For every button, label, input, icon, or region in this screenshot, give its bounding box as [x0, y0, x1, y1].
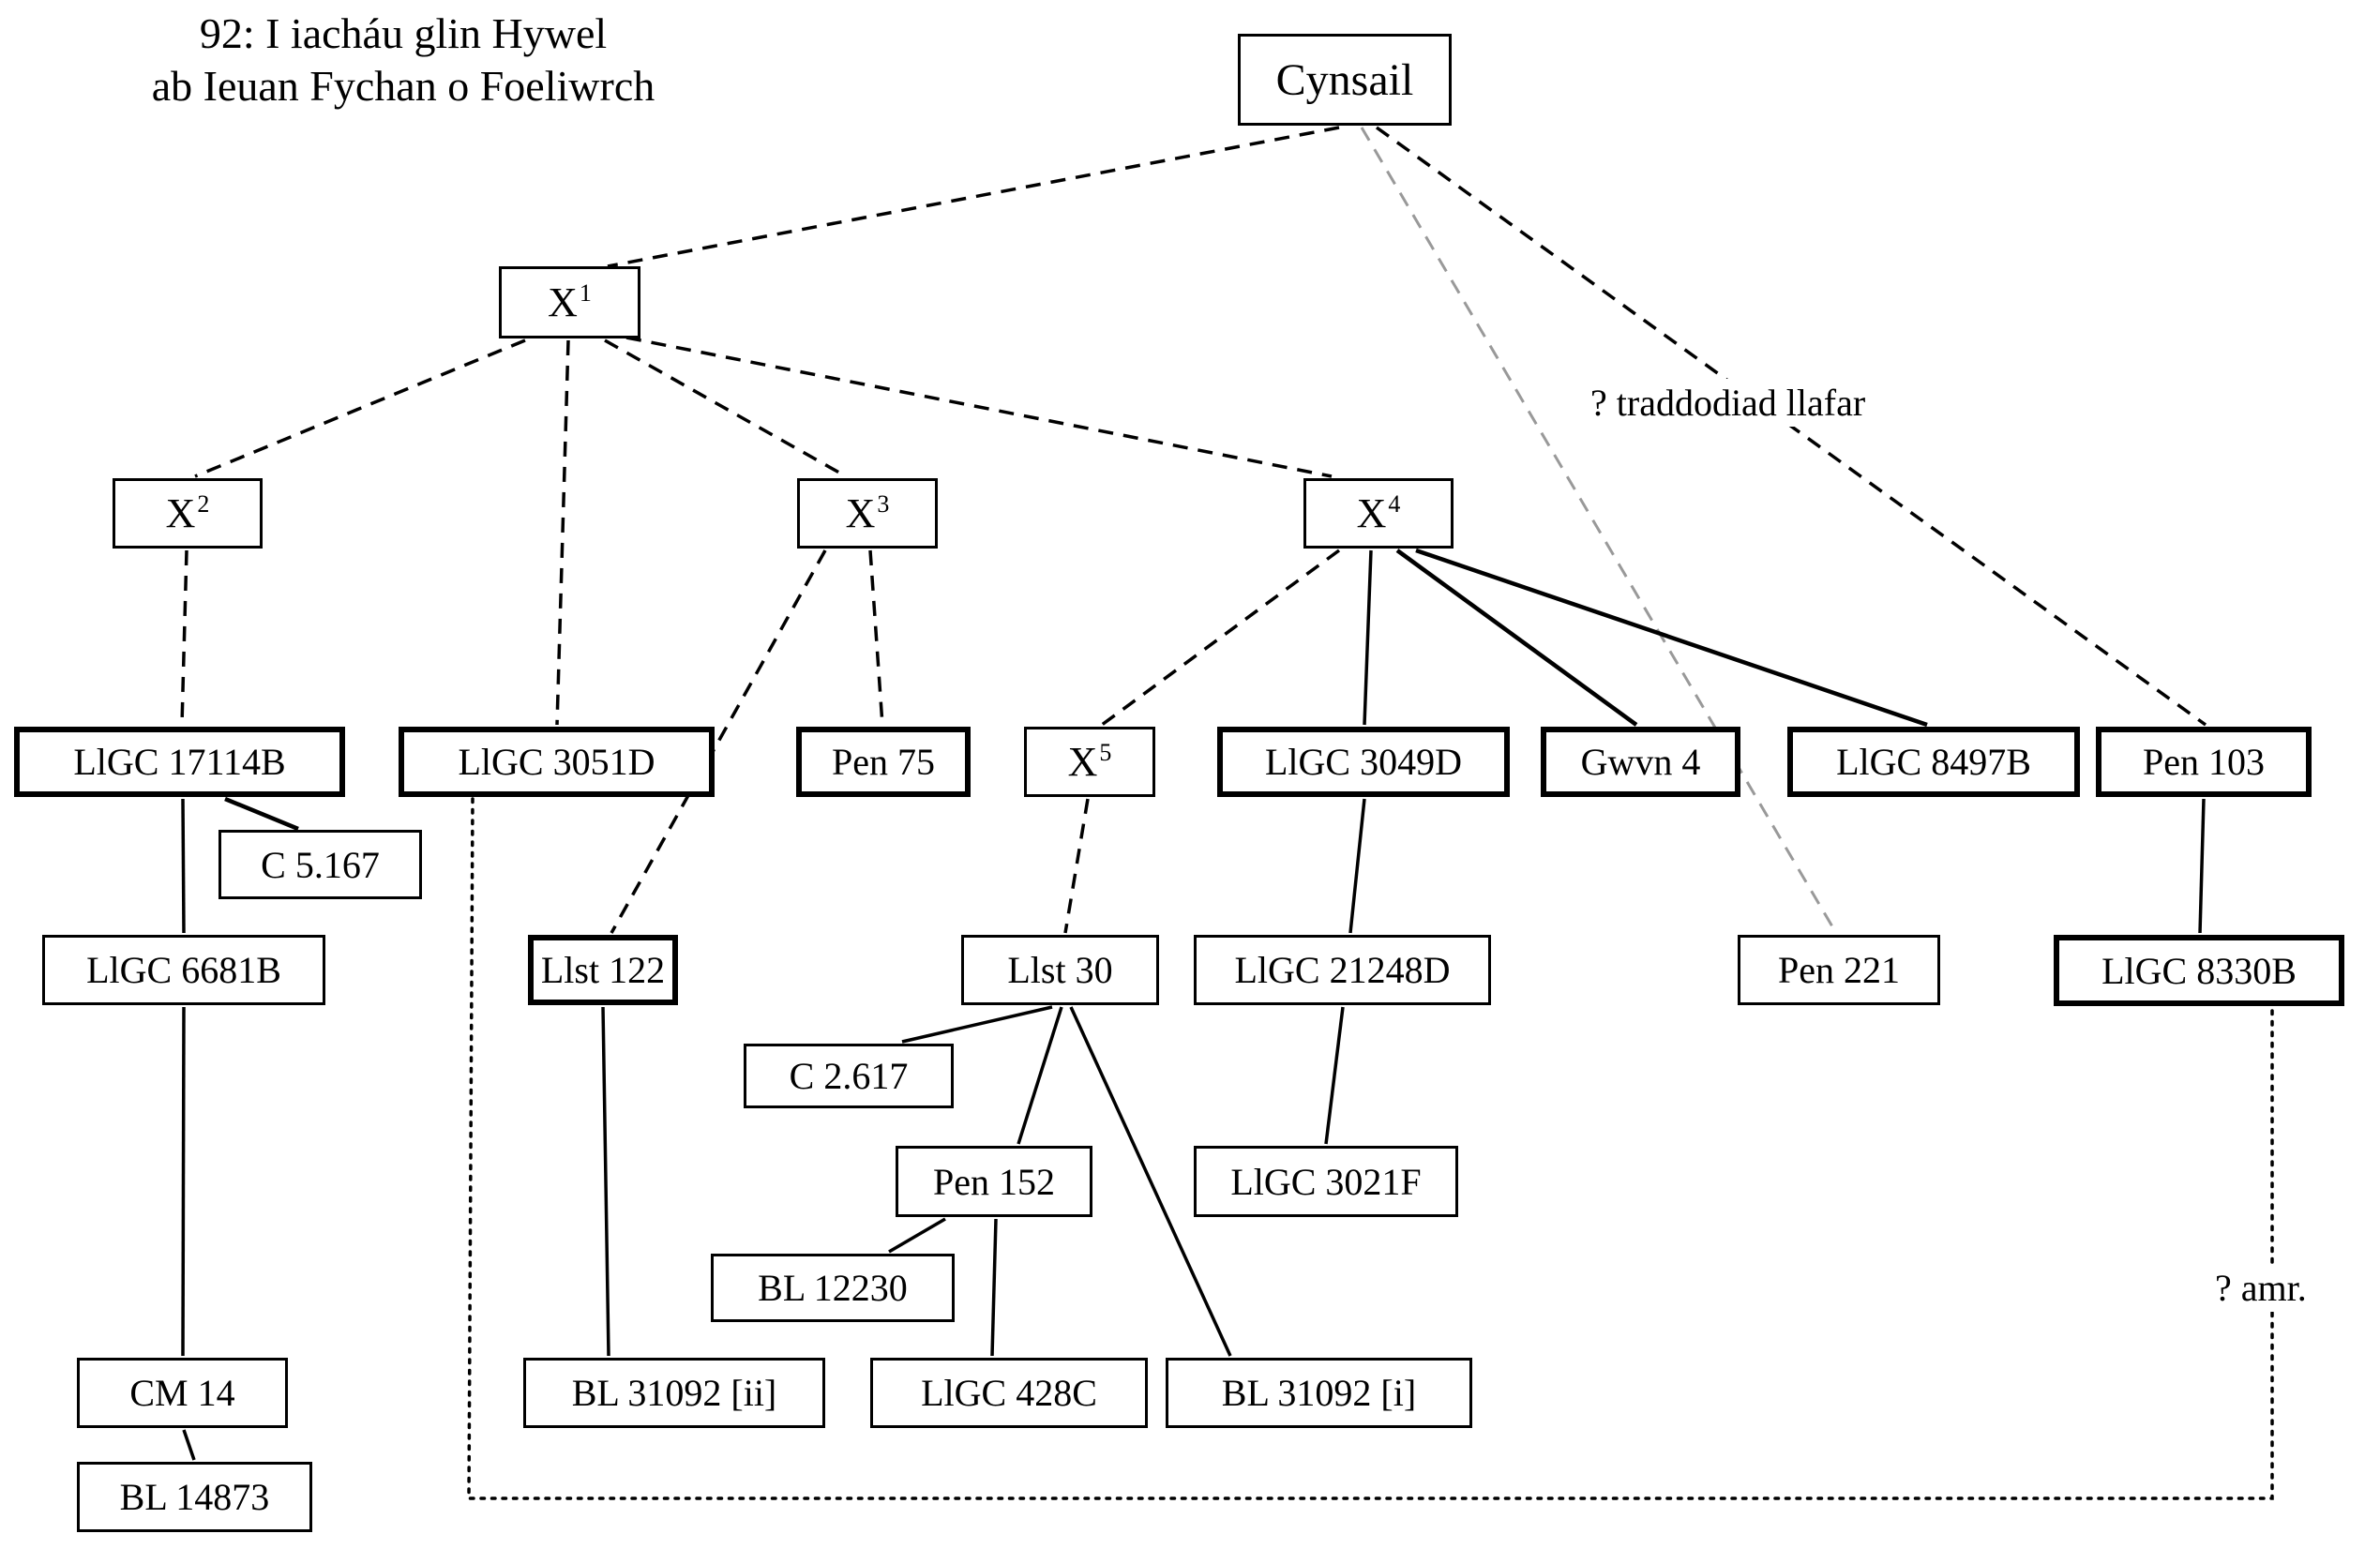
edge-x4-gwvn4	[1395, 549, 1638, 727]
node-c-2617: C 2.617	[744, 1044, 954, 1108]
node-llgc-8497b: LlGC 8497B	[1787, 727, 2080, 797]
node-llgc-3049d: LlGC 3049D	[1217, 727, 1510, 797]
node-pen-103: Pen 103	[2096, 727, 2312, 797]
edge-llgc21248d-llgc3021f	[1324, 1006, 1345, 1145]
edge-pen152-bl12230	[888, 1217, 946, 1254]
edge-llgc17114b-llgc6681b	[181, 798, 186, 934]
edge-cynsail-x1	[607, 126, 1340, 268]
node-llgc-8330b: LlGC 8330B	[2054, 935, 2344, 1006]
diagram-title-line2: ab Ieuan Fychan o Foeliwrch	[151, 62, 655, 111]
diagram-title-line1: 92: I iacháu glin Hywel	[199, 9, 608, 57]
node-llgc-3051d: LlGC 3051D	[399, 727, 715, 797]
node-bl-31092-ii: BL 31092 [ii]	[523, 1358, 825, 1428]
edge-llgc6681b-cm14	[181, 1006, 186, 1357]
edge-x1-x4	[625, 336, 1333, 478]
node-cynsail: Cynsail	[1238, 34, 1452, 126]
edge-llst30-pen152	[1017, 1006, 1063, 1145]
node-llgc-17114b: LlGC 17114B	[14, 727, 345, 797]
node-pen-221: Pen 221	[1738, 935, 1940, 1005]
node-bl-12230: BL 12230	[711, 1254, 955, 1322]
node-bl-31092-i: BL 31092 [i]	[1166, 1358, 1472, 1428]
node-llgc-3021f: LlGC 3021F	[1194, 1146, 1458, 1217]
edge-x4-x5	[1100, 549, 1341, 727]
node-llst-122: Llst 122	[528, 935, 678, 1005]
node-pen-152: Pen 152	[896, 1146, 1092, 1217]
edge-llgc3051d-llgc8330b-dotted	[467, 797, 2274, 1500]
edge-cynsail-pen221	[1360, 127, 1838, 934]
diagram-title: 92: I iacháu glin Hywel ab Ieuan Fychan …	[75, 8, 731, 113]
node-pen-75: Pen 75	[796, 727, 971, 797]
edge-llst30-c2617	[901, 1005, 1053, 1044]
node-llgc-6681b: LlGC 6681B	[42, 935, 325, 1005]
edge-x4-llgc3049d	[1363, 549, 1373, 726]
node-llst-30: Llst 30	[961, 935, 1159, 1005]
edge-llst122-bl31092ii	[601, 1006, 610, 1357]
edge-x3-pen75	[868, 549, 884, 726]
edge-pen152-llgc428c	[990, 1218, 998, 1357]
edge-x1-x2	[194, 338, 526, 478]
edge-llgc3049d-llgc21248d	[1348, 798, 1366, 934]
node-cm-14: CM 14	[77, 1358, 288, 1428]
edge-x1-x3	[604, 338, 847, 478]
node-llgc-428c: LlGC 428C	[870, 1358, 1148, 1428]
annotation-oral-tradition: ? traddodiad llafar	[1581, 379, 1875, 427]
edge-cm14-bl14873	[182, 1429, 196, 1461]
node-c-5167: C 5.167	[218, 830, 422, 899]
annotation-variant: ? amr.	[2206, 1264, 2316, 1312]
edge-llst30-bl31092i	[1069, 1006, 1232, 1357]
node-gwvn-4: Gwvn 4	[1541, 727, 1740, 797]
edge-x2-llgc17114b	[180, 549, 188, 726]
node-bl-14873: BL 14873	[77, 1462, 312, 1532]
edge-pen103-llgc8330b	[2198, 798, 2206, 934]
edge-x1-llgc3051d	[555, 339, 570, 726]
edge-x4-llgc8497b	[1415, 548, 1928, 728]
edge-llgc17114b-c5167	[224, 796, 299, 832]
node-llgc-21248d: LlGC 21248D	[1194, 935, 1491, 1005]
edge-x3-llst122	[610, 549, 827, 934]
edge-x5-llst30	[1063, 798, 1090, 934]
